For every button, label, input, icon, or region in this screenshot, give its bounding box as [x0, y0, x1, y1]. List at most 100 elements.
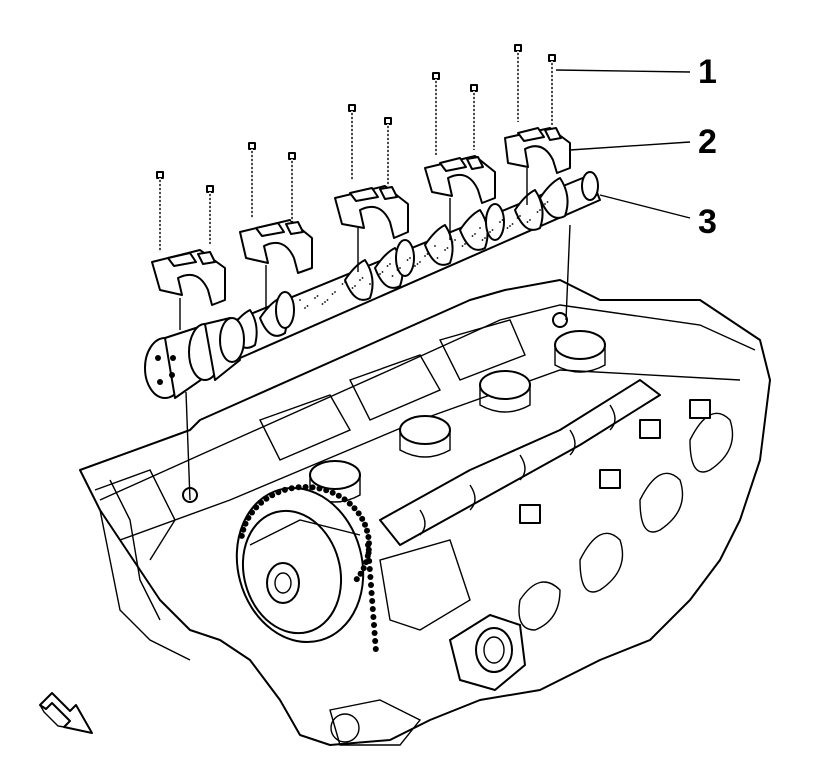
chain-link [362, 521, 368, 528]
stipple-dot [354, 285, 356, 287]
stipple-dot [491, 229, 494, 231]
stipple-dot [389, 263, 391, 265]
stipple-dot [351, 287, 354, 289]
bolt [384, 117, 392, 186]
chain-link [288, 485, 295, 492]
chain-link [359, 515, 366, 522]
chain-link [365, 534, 372, 540]
stipple-dot [474, 233, 476, 235]
stipple-dot [409, 257, 411, 259]
stipple-dot [471, 235, 474, 237]
stipple-dot [344, 281, 346, 283]
stipple-dot [464, 243, 466, 245]
stipple-dot [526, 221, 529, 223]
leader-lines [555, 69, 691, 219]
chain-link [238, 532, 245, 539]
stipple-dot [371, 281, 374, 283]
stipple-dot [461, 245, 464, 247]
stipple-dot [519, 215, 521, 217]
chain-link [371, 630, 378, 636]
stipple-dot [426, 253, 429, 255]
chain-link [329, 489, 336, 496]
camshaft [144, 171, 601, 399]
chain-link [245, 514, 252, 521]
chain-link [242, 520, 249, 527]
stipple-dot [369, 283, 371, 285]
chain-link [369, 606, 376, 612]
chain-link [316, 485, 323, 492]
bearing-cap-1 [151, 249, 226, 306]
bolt [348, 104, 356, 180]
bolt [470, 84, 478, 150]
stipple-dot [316, 295, 319, 297]
stipple-dot [341, 283, 344, 285]
chain-link [357, 570, 364, 577]
stipple-dot [506, 227, 509, 229]
stipple-dot [306, 305, 309, 307]
chain-link [323, 487, 330, 494]
stipple-dot [379, 273, 381, 275]
stipple-dot [419, 261, 421, 263]
bolt [248, 142, 256, 218]
bearing-cap-3 [334, 185, 409, 239]
chain-link [309, 484, 316, 491]
bolt [206, 185, 214, 244]
chain-link [367, 574, 374, 580]
bolt [432, 72, 440, 155]
chain-link [269, 492, 276, 499]
stipple-dot [381, 271, 384, 273]
stipple-dot [304, 307, 306, 309]
chain-link [364, 527, 370, 534]
stipple-dot [489, 231, 491, 233]
stipple-dot [326, 299, 329, 301]
stipple-dot [479, 227, 481, 229]
chain-link [275, 489, 282, 496]
chain-link [369, 598, 376, 604]
chain-link [335, 492, 342, 499]
stipple-dot [499, 221, 501, 223]
chain-link [366, 558, 373, 564]
stipple-dot [454, 239, 456, 241]
bearing-cap-2 [239, 219, 313, 274]
chain-link [372, 646, 379, 652]
stipple-dot [501, 219, 504, 221]
stipple-dot [516, 217, 519, 219]
chain-link [258, 499, 265, 506]
callout-label-bearing-cap: 2 [698, 123, 717, 161]
bearing-caps [151, 127, 571, 306]
stipple-dot [414, 265, 416, 267]
chain-link [240, 526, 247, 533]
cylinder-head [79, 279, 771, 746]
chain-link [355, 510, 362, 517]
chain-link [346, 500, 353, 507]
stipple-dot [539, 209, 541, 211]
stipple-dot [321, 303, 324, 305]
chain-link [263, 495, 270, 502]
stipple-dot [451, 241, 454, 243]
bolt [514, 44, 522, 122]
chain-link [366, 566, 373, 572]
stipple-dot [386, 265, 389, 267]
chain-link [249, 509, 255, 516]
stipple-dot [324, 301, 326, 303]
callout-label-camshaft: 3 [698, 203, 717, 241]
stipple-dot [359, 279, 361, 281]
chain-link [371, 622, 377, 628]
chain-link [368, 590, 375, 596]
chain-link [281, 486, 288, 493]
stipple-dot [511, 223, 514, 225]
stipple-dot [536, 211, 539, 213]
bearing-cap-5 [504, 127, 571, 174]
stipple-dot [529, 219, 531, 221]
chain-link [341, 496, 348, 503]
stipple-dot [396, 269, 399, 271]
stipple-dot [509, 225, 511, 227]
front-direction-arrow-icon [39, 692, 93, 734]
bolt [156, 171, 164, 252]
stipple-dot [416, 263, 419, 265]
stipple-dot [391, 275, 394, 277]
stipple-dot [546, 201, 549, 203]
stipple-dot [399, 267, 401, 269]
stipple-dot [331, 293, 334, 295]
